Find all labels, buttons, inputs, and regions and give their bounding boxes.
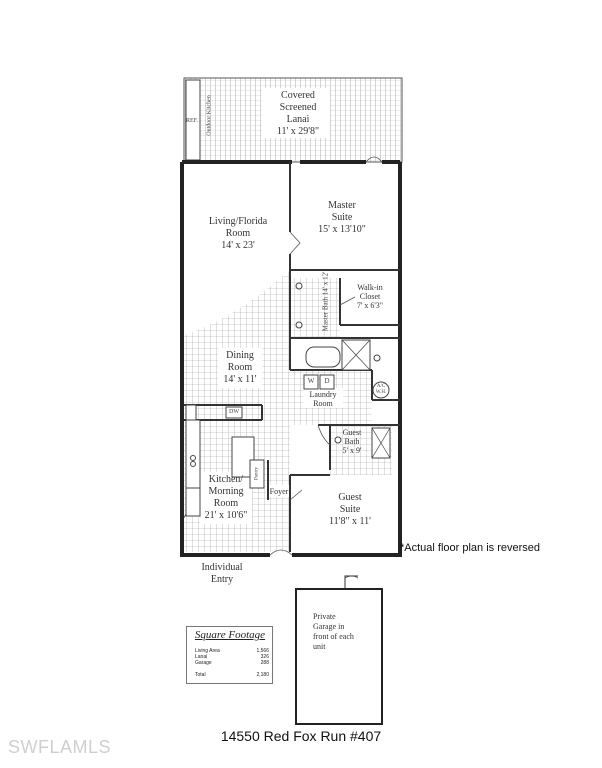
guest-bath-line: Bath bbox=[344, 437, 360, 446]
laundry-line: Laundry bbox=[309, 390, 337, 399]
dining-line: Room bbox=[227, 362, 253, 373]
entry-line: Individual bbox=[201, 562, 243, 573]
garage-line: Private bbox=[313, 612, 336, 621]
kitchen-line: Room bbox=[213, 498, 239, 509]
master-suite-dimensions: 15' x 13'10" bbox=[318, 224, 366, 235]
table-row: Garage 288 bbox=[195, 660, 269, 666]
guest-bath-label: Guest Bath 5' x 9' bbox=[334, 428, 370, 455]
lanai-label-line: Lanai bbox=[286, 114, 310, 125]
row-label: Total bbox=[195, 672, 206, 678]
guest-suite-label: Guest Suite 11'8" x 11' bbox=[312, 492, 388, 528]
dryer-text: D bbox=[324, 377, 330, 385]
property-address: 14550 Red Fox Run #407 bbox=[220, 728, 382, 744]
square-footage-table: Square Footage Living Area 1,566 Lanai 3… bbox=[186, 626, 273, 684]
row-value: 1,566 bbox=[256, 648, 269, 654]
ref-label: REF. bbox=[186, 118, 198, 125]
row-value: 288 bbox=[260, 660, 269, 666]
dining-line: Dining bbox=[226, 350, 254, 361]
living-room-dimensions: 14' x 23' bbox=[221, 240, 255, 251]
foyer-label: Foyer bbox=[264, 486, 294, 498]
laundry-room-label: Laundry Room bbox=[300, 390, 346, 408]
dw-label: DW bbox=[226, 409, 242, 416]
closet-dimensions: 7' x 6'3" bbox=[356, 301, 384, 310]
kitchen-label: Kitchen/ Morning Room 21' x 10'6" bbox=[196, 474, 256, 522]
lanai-dimensions: 11' x 29'8" bbox=[276, 126, 320, 137]
laundry-line: Room bbox=[313, 399, 333, 408]
ref-text: REF. bbox=[186, 118, 199, 124]
kitchen-island bbox=[231, 436, 255, 478]
master-suite-label: Master Suite 15' x 13'10" bbox=[302, 200, 382, 236]
washer-text: W bbox=[307, 377, 315, 385]
master-suite-line: Suite bbox=[331, 212, 353, 223]
walk-in-closet-label: Walk-in Closet 7' x 6'3" bbox=[344, 283, 396, 310]
garage-label: Private Garage in front of each unit bbox=[313, 612, 383, 652]
guest-suite-line: Suite bbox=[339, 504, 361, 515]
row-label: Lanai bbox=[195, 654, 208, 660]
closet-line: Closet bbox=[359, 292, 381, 301]
dining-room-label: Dining Room 14' x 11' bbox=[212, 350, 268, 386]
outdoor-kitchen-label: Outdoor Kitchen bbox=[207, 76, 214, 156]
ac-unit bbox=[372, 381, 390, 399]
lanai-label-line: Screened bbox=[279, 102, 317, 113]
guest-suite-line: Guest bbox=[338, 492, 362, 503]
master-bath-text: Master Bath bbox=[321, 296, 330, 332]
dw-text: DW bbox=[229, 409, 239, 415]
entry-line: Entry bbox=[210, 574, 234, 585]
guest-suite-dimensions: 11'8" x 11' bbox=[329, 516, 371, 527]
garage-line: Garage in bbox=[313, 622, 345, 631]
living-room-line: Living/Florida bbox=[208, 216, 268, 227]
foyer-text: Foyer bbox=[269, 487, 289, 496]
closet-line: Walk-in bbox=[357, 283, 383, 292]
washer bbox=[303, 374, 319, 390]
row-label: Garage bbox=[195, 660, 212, 666]
table-row: Living Area 1,566 bbox=[195, 648, 269, 654]
dining-dimensions: 14' x 11' bbox=[223, 374, 257, 385]
reversed-plan-note: *Actual floor plan is reversed bbox=[400, 542, 541, 554]
kitchen-line: Morning bbox=[208, 486, 244, 497]
dishwasher bbox=[225, 406, 243, 419]
garage-line: front of each bbox=[313, 632, 354, 641]
washer-label: W bbox=[304, 378, 318, 385]
pantry-closet bbox=[249, 459, 265, 489]
kitchen-line: Kitchen/ bbox=[208, 474, 244, 485]
living-room-label: Living/Florida Room 14' x 23' bbox=[196, 216, 280, 252]
table-row: Total 2,180 bbox=[195, 672, 269, 678]
lanai-label-line: Covered bbox=[281, 90, 315, 101]
guest-bath-line: Guest bbox=[342, 428, 362, 437]
wh-text: W.H. bbox=[375, 390, 387, 395]
master-suite-line: Master bbox=[328, 200, 356, 211]
ac-text: A/C bbox=[376, 384, 386, 389]
watermark-logo: SWFLAMLS bbox=[8, 737, 112, 757]
entry-label: Individual Entry bbox=[190, 562, 254, 586]
dryer-label: D bbox=[320, 378, 334, 385]
bathtub bbox=[305, 346, 341, 368]
lanai-label: Covered Screened Lanai 11' x 29'8" bbox=[258, 90, 338, 138]
row-value: 2,180 bbox=[256, 672, 269, 678]
ac-label: A/C W.H. bbox=[373, 384, 389, 396]
living-room-line: Room bbox=[225, 228, 251, 239]
garage bbox=[295, 588, 383, 725]
master-bath-label: Master Bath 14' x 12' bbox=[321, 271, 330, 332]
master-bath-dimensions: 14' x 12' bbox=[321, 271, 330, 296]
table-row: Lanai 326 bbox=[195, 654, 269, 660]
guest-bath-dimensions: 5' x 9' bbox=[342, 446, 362, 455]
row-value: 326 bbox=[260, 654, 269, 660]
square-footage-title: Square Footage bbox=[194, 629, 266, 641]
kitchen-dimensions: 21' x 10'6" bbox=[204, 510, 248, 521]
row-label: Living Area bbox=[195, 648, 220, 654]
outdoor-kitchen-text: Outdoor Kitchen bbox=[206, 95, 213, 136]
garage-line: unit bbox=[313, 642, 326, 651]
dryer bbox=[319, 374, 335, 390]
